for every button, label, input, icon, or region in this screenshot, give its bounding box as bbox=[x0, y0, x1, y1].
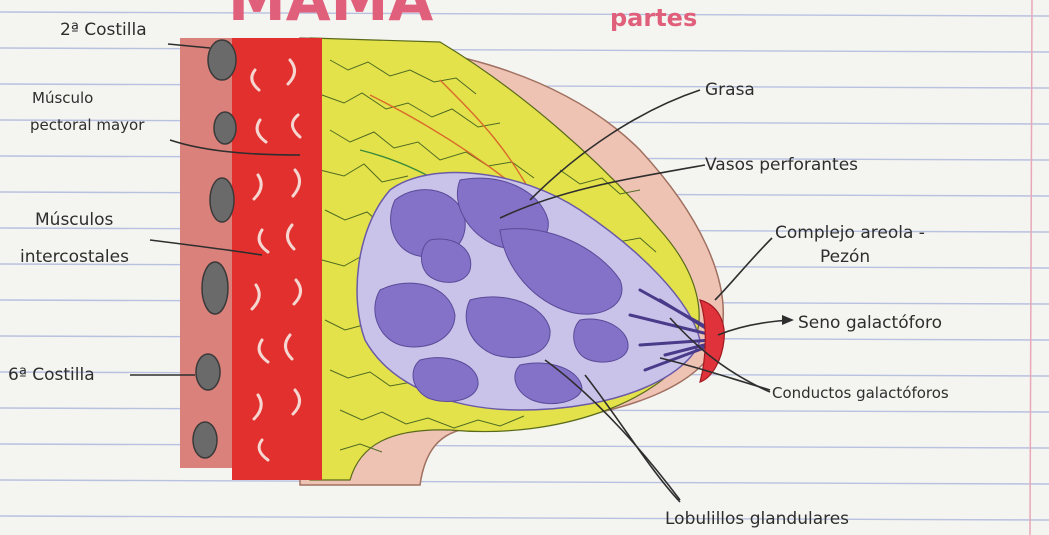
diagram-subtitle: partes bbox=[610, 4, 697, 32]
label-conductos-galactoforos: Conductos galactóforos bbox=[772, 384, 949, 402]
pectoral-muscle bbox=[232, 38, 322, 480]
rib-6 bbox=[196, 354, 220, 390]
rib-3 bbox=[214, 112, 236, 144]
label-musculos: Músculos bbox=[35, 210, 114, 230]
label-seno-galactoforo: Seno galactóforo bbox=[798, 313, 942, 333]
label-complejo-areola: Complejo areola - bbox=[775, 223, 925, 243]
rib-7 bbox=[193, 422, 217, 458]
rib-4 bbox=[210, 178, 234, 222]
label-pezon: Pezón bbox=[820, 247, 870, 267]
rib-5 bbox=[202, 262, 228, 314]
diagram-title: MAMA bbox=[228, 0, 433, 34]
label-grasa: Grasa bbox=[705, 80, 755, 100]
label-costilla-2: 2ª Costilla bbox=[60, 20, 147, 40]
rib-2 bbox=[208, 40, 236, 80]
label-pectoral-mayor: pectoral mayor bbox=[30, 116, 145, 134]
label-lobulillos-glandulares: Lobulillos glandulares bbox=[665, 509, 849, 529]
label-intercostales: intercostales bbox=[20, 247, 129, 267]
chest-wall bbox=[180, 38, 232, 468]
label-costilla-6: 6ª Costilla bbox=[8, 365, 95, 385]
label-musculo: Músculo bbox=[32, 89, 93, 107]
label-vasos-perforantes: Vasos perforantes bbox=[705, 155, 858, 175]
